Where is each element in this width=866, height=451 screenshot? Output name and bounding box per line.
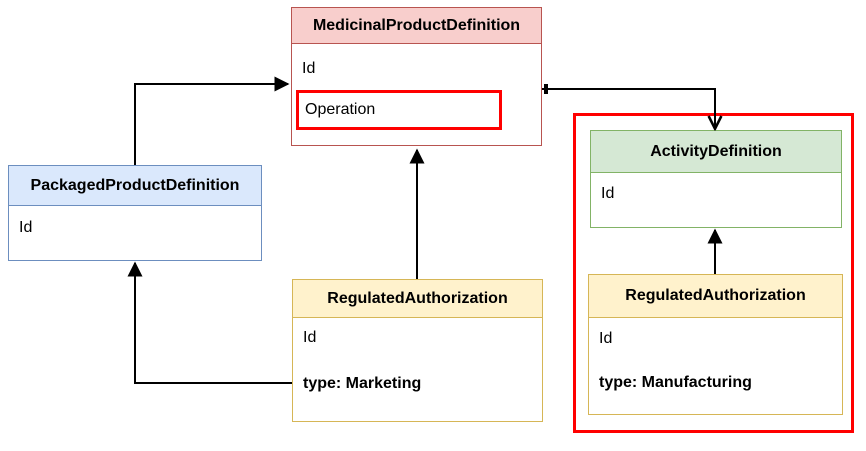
field-manufacturing-type: type: Manufacturing (599, 374, 752, 391)
field-activity-id: Id (601, 185, 615, 202)
entity-title-regulated-authorization-marketing: RegulatedAuthorization (293, 280, 542, 318)
connector-packaged-to-medicinal (134, 76, 290, 165)
entity-title-medicinal-product-definition: MedicinalProductDefinition (292, 8, 541, 44)
entity-packaged-product-definition: PackagedProductDefinition Id (8, 165, 262, 261)
entity-regulated-authorization-marketing: RegulatedAuthorization Id type: Marketin… (292, 279, 543, 422)
entity-title-activity-definition: ActivityDefinition (591, 131, 841, 173)
entity-title-regulated-authorization-manufacturing: RegulatedAuthorization (589, 275, 842, 318)
connector-marketing-to-packaged (127, 261, 292, 384)
field-manufacturing-id: Id (599, 330, 613, 347)
entity-title-packaged-product-definition: PackagedProductDefinition (9, 166, 261, 206)
entity-activity-definition: ActivityDefinition Id (590, 130, 842, 228)
entity-regulated-authorization-manufacturing: RegulatedAuthorization Id type: Manufact… (588, 274, 843, 415)
field-medicinal-id: Id (302, 60, 316, 77)
field-packaged-id: Id (19, 219, 33, 236)
field-marketing-id: Id (303, 329, 317, 346)
entity-medicinal-product-definition: MedicinalProductDefinition Id Operation (291, 7, 542, 146)
field-marketing-type: type: Marketing (303, 375, 422, 392)
field-medicinal-operation-highlighted: Operation (296, 90, 502, 130)
